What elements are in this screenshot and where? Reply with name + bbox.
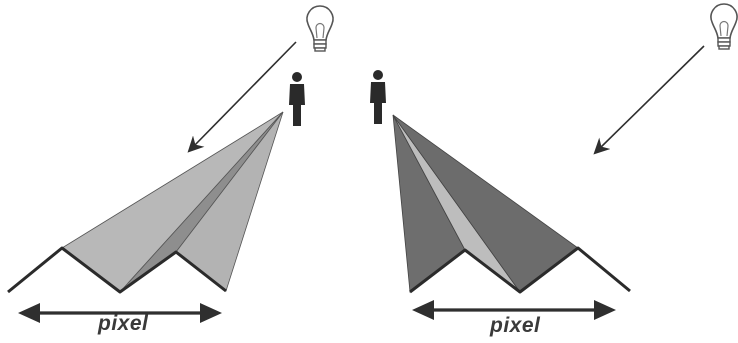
left-light-ray xyxy=(187,41,297,153)
person-icon xyxy=(289,72,305,126)
right-pixel-extent-arrow xyxy=(412,300,616,320)
left-pixel-label: pixel xyxy=(98,312,149,335)
right-scene xyxy=(392,45,705,320)
lightbulb-icon xyxy=(710,3,738,50)
left-pixel-extent-arrow xyxy=(18,303,222,323)
right-surface-line xyxy=(409,246,631,294)
left-scene xyxy=(7,41,297,323)
right-pixel-label: pixel xyxy=(490,314,541,337)
lightbulb-icon xyxy=(306,5,334,52)
person-icon xyxy=(370,70,386,124)
right-light-ray xyxy=(593,45,705,155)
left-surface-line xyxy=(7,246,227,294)
